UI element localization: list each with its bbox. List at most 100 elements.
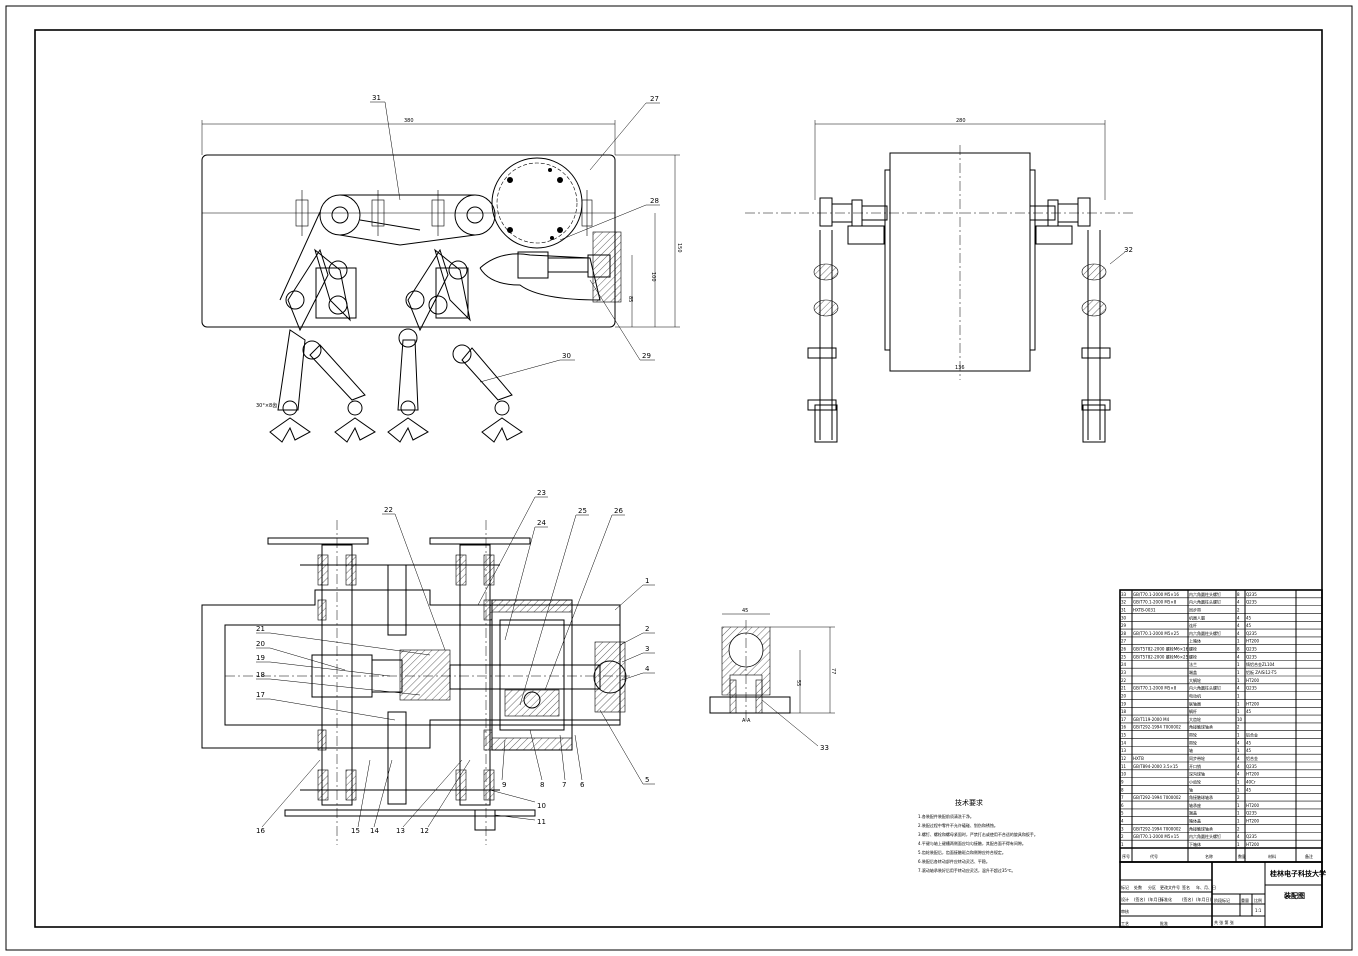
section-label: A-A: [742, 718, 751, 724]
bom-cell: Q235: [1246, 764, 1257, 769]
bom-cell: 3: [1121, 826, 1124, 831]
bom-cell: 10: [1121, 772, 1127, 777]
bom-cell: 23: [1121, 670, 1127, 675]
bom-header-no: 序号: [1122, 853, 1130, 859]
bom-cell: GB/T292-1994 7000002: [1133, 826, 1181, 831]
title-block-cell: (年月日): [1196, 896, 1212, 902]
callout-24: 24: [537, 519, 546, 527]
stage-label: 阶段标记: [1214, 897, 1230, 903]
bom-cell: 1: [1237, 709, 1240, 714]
bom-cell: 机器人腿: [1189, 614, 1205, 620]
bom-cell: HT200: [1246, 678, 1260, 683]
bom-cell: HT200: [1246, 819, 1260, 824]
bom-cell: 轴: [1189, 786, 1193, 792]
bom-cell: 带轮: [1189, 732, 1197, 738]
bom-cell: 2: [1237, 725, 1240, 730]
university-name: 桂林电子科技大学: [1269, 869, 1326, 878]
callout-7: 7: [562, 781, 566, 789]
dim-overall-width: 380: [404, 118, 414, 124]
title-block-cell: 设计: [1121, 896, 1129, 902]
bom-cell: GB/T70.1-2000 M5×16: [1133, 592, 1179, 597]
bom-cell: 5: [1121, 811, 1124, 816]
callout-20: 20: [256, 640, 265, 648]
callout-17: 17: [256, 691, 265, 699]
bom-cell: 1: [1237, 670, 1240, 675]
bom-header-code: 代号: [1150, 853, 1158, 859]
bom-cell: 深沟球轴: [1189, 771, 1205, 777]
bom-cell: 6: [1121, 803, 1124, 808]
bom-cell: 4: [1237, 654, 1240, 659]
bom-cell: 同步带轮: [1189, 755, 1205, 761]
dim-side-bottom: 136: [955, 365, 965, 371]
bom-cell: 角接触球轴承: [1189, 724, 1213, 730]
side-elevation-view: 280 136: [745, 118, 1135, 443]
bom-cell: 45: [1246, 748, 1252, 753]
dim-side-width: 280: [956, 118, 966, 124]
bom-cell: 10: [1237, 717, 1243, 722]
bom-cell: 内六角圆柱头螺钉: [1189, 630, 1221, 636]
bom-cell: 27: [1121, 639, 1127, 644]
bom-cell: GB/T70.1-2000 M5×8: [1133, 600, 1177, 605]
scale-value: 1:1: [1255, 908, 1262, 913]
bom-cell: 1: [1237, 733, 1240, 738]
bom-cell: 4: [1121, 819, 1124, 824]
bom-cell: 1: [1237, 701, 1240, 706]
bom-cell: 1: [1237, 787, 1240, 792]
bom-cell: 26: [1121, 647, 1127, 652]
tech-req-line: 7.滚动轴承装好后用手转动应灵活，温升不超过35℃。: [918, 867, 1015, 873]
callout-23: 23: [537, 489, 546, 497]
bom-cell: 大齿轮: [1189, 716, 1201, 722]
bom-cell: 1: [1237, 678, 1240, 683]
bom-cell: 1: [1237, 819, 1240, 824]
bom-cell: 法兰: [1189, 661, 1197, 667]
bom-cell: 9: [1121, 779, 1124, 784]
bom-cell: 端盖: [1189, 669, 1197, 675]
bom-cell: 8: [1237, 647, 1240, 652]
bom-cell: 4: [1237, 631, 1240, 636]
bom-cell: 内六角圆柱头螺钉: [1189, 599, 1221, 605]
bom-cell: 角接触球轴承: [1189, 825, 1213, 831]
callout-25: 25: [578, 507, 587, 515]
bom-cell: 内六角圆柱头螺钉: [1189, 591, 1221, 597]
drawing-name: 装配图: [1283, 891, 1305, 900]
bom-cell: 28: [1121, 631, 1127, 636]
bom-cell: 铝合金: [1246, 755, 1258, 761]
bom-cell: 45: [1246, 623, 1252, 628]
outer-border: [5, 5, 1353, 951]
bom-cell: 端盖: [1189, 810, 1197, 816]
title-block-cell: 审核: [1121, 908, 1129, 914]
bom-cell: HT200: [1246, 639, 1260, 644]
callout-33: 33: [820, 744, 829, 752]
callout-18: 18: [256, 671, 265, 679]
callout-26: 26: [614, 507, 623, 515]
callout-11: 11: [537, 818, 546, 826]
dim-height-small: 85: [627, 296, 633, 302]
tech-req-title: 技术要求: [955, 798, 983, 807]
callout-13: 13: [396, 827, 405, 835]
weight-label: 重量: [1241, 897, 1249, 903]
technical-requirements: 技术要求 1.各装配件装配前须清洗干净。 2.装配过程中零件不允许磕碰、划伤和锈…: [918, 798, 1038, 873]
bom-cell: 4: [1237, 623, 1240, 628]
bom-cell: GB/T5782-2000 螺栓M6×25: [1133, 653, 1189, 659]
bom-cell: 1: [1237, 842, 1240, 847]
bom-cell: GB/T70.1-2000 M5×15: [1133, 834, 1179, 839]
dim-height-mid: 100: [650, 272, 656, 282]
bom-cell: HXTB: [1133, 756, 1144, 761]
callout-1: 1: [645, 577, 649, 585]
bom-cell: GB/T292-1994 7000002: [1133, 725, 1181, 730]
bom-cell: 角接触球轴承: [1189, 794, 1213, 800]
title-block-rows: 标记处数分区更改文件号签名年、月、日设计(签名)(年月日)标准化(签名)(年月日…: [1121, 884, 1216, 926]
bom-cell: 1: [1121, 842, 1124, 847]
bom-cell: 上箱体: [1189, 638, 1201, 644]
bom-cell: 22: [1121, 678, 1127, 683]
bom-cell: HT200: [1246, 772, 1260, 777]
bom-cell: 4: [1237, 686, 1240, 691]
dim-section-inner: 55: [795, 680, 801, 686]
bom-cell: 铝合金: [1246, 732, 1258, 738]
bom-cell: Q235: [1246, 600, 1257, 605]
callout-5: 5: [645, 776, 649, 784]
bom-cell: 4: [1237, 834, 1240, 839]
callout-22: 22: [384, 506, 393, 514]
